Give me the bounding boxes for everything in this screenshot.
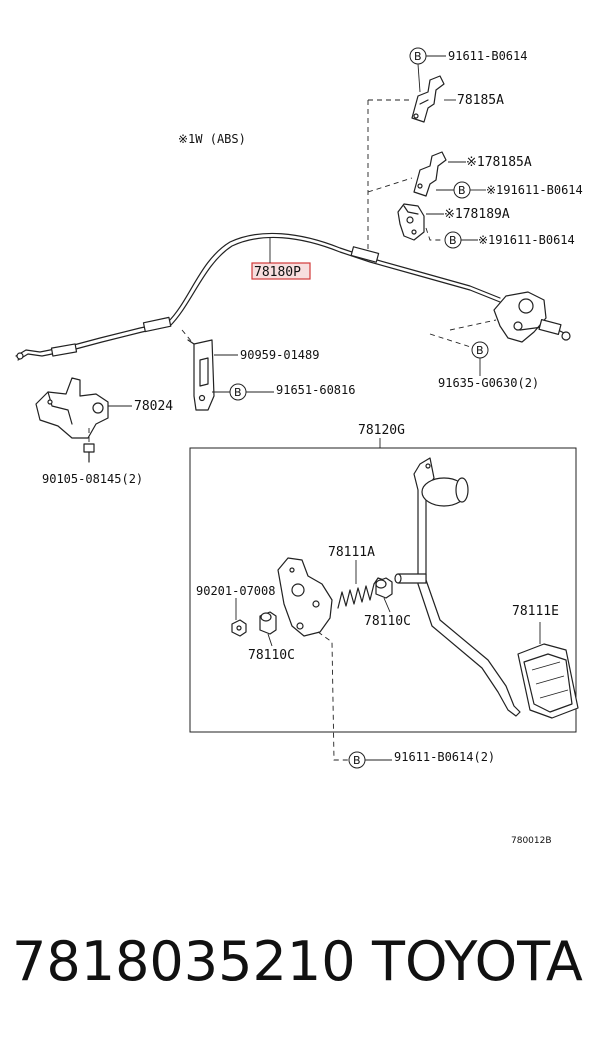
- bracket-78024: [35, 377, 109, 439]
- leader-78110c-left: [267, 633, 273, 647]
- label-90201: 90201-07008: [196, 584, 275, 598]
- bracket-78185a-mid: [413, 151, 447, 197]
- callout-b-clamp-letter: B: [234, 386, 242, 399]
- label-90959: 90959-01489: [240, 348, 319, 362]
- accelerator-cable: [15, 232, 501, 361]
- dashed-guide-78189a: [425, 227, 444, 241]
- throttle-assembly: [493, 291, 571, 343]
- callout-b-top-letter: B: [414, 50, 422, 63]
- abs-note: ※1W (ABS): [178, 132, 246, 146]
- brand-name: TOYOTA: [372, 930, 583, 993]
- dashed-guide-throttle: [449, 319, 497, 331]
- label-78120g: 78120G: [358, 423, 405, 438]
- dashed-guide-mid: [367, 177, 413, 193]
- label-78180: 78180P: [254, 265, 301, 280]
- callout-b-throttle-letter: B: [476, 344, 484, 357]
- label-78110c-right: 78110C: [364, 614, 411, 629]
- leader-b-top-part: [417, 63, 421, 93]
- pedal-arm: [413, 457, 521, 717]
- drawing-code: 780012B: [511, 836, 552, 846]
- label-78185a-mid: ※178185A: [466, 155, 532, 170]
- label-91611-b0614-low: ※191611-B0614: [478, 233, 575, 247]
- callout-b-low-letter: B: [449, 234, 457, 247]
- label-91611-b0614-mid: ※191611-B0614: [486, 183, 583, 197]
- label-90105: 90105-08145(2): [42, 472, 143, 486]
- label-78110c-left: 78110C: [248, 648, 295, 663]
- label-78189a: ※178189A: [444, 207, 510, 222]
- part-number: 7818035210: [12, 930, 356, 993]
- callout-b-bottom-letter: B: [353, 754, 361, 767]
- pedal-assembly-box: [189, 447, 577, 733]
- label-78111a: 78111A: [328, 545, 375, 560]
- highlight-78180: [251, 262, 311, 280]
- footer: 7818035210 TOYOTA: [0, 930, 600, 1020]
- pivot-shaft: [394, 573, 427, 584]
- dashed-guide-plate: [317, 631, 348, 761]
- nut-90201: [231, 619, 247, 637]
- label-91611-b0614-bottom: 91611-B0614(2): [394, 750, 495, 764]
- dashed-guide-clamp: [181, 329, 193, 343]
- label-78024: 78024: [134, 399, 173, 414]
- label-91611-b0614-top: 91611-B0614: [448, 49, 527, 63]
- bushing-left: [259, 611, 277, 635]
- cable-clamp-bracket: [187, 339, 215, 411]
- pedal-pad: [517, 643, 579, 719]
- label-91635: 91635-G0630(2): [438, 376, 539, 390]
- pedal-bracket-plate: [277, 557, 333, 637]
- label-91651: 91651-60816: [276, 383, 355, 397]
- label-78185a: 78185A: [457, 93, 504, 108]
- label-78111e: 78111E: [512, 604, 559, 619]
- bushing-right: [375, 577, 393, 599]
- bracket-78185a-top: [411, 75, 445, 123]
- leader-78110c-right: [383, 597, 391, 613]
- bracket-78189a: [397, 203, 425, 241]
- bolt-90105: [83, 443, 95, 463]
- callout-b-mid-letter: B: [458, 184, 466, 197]
